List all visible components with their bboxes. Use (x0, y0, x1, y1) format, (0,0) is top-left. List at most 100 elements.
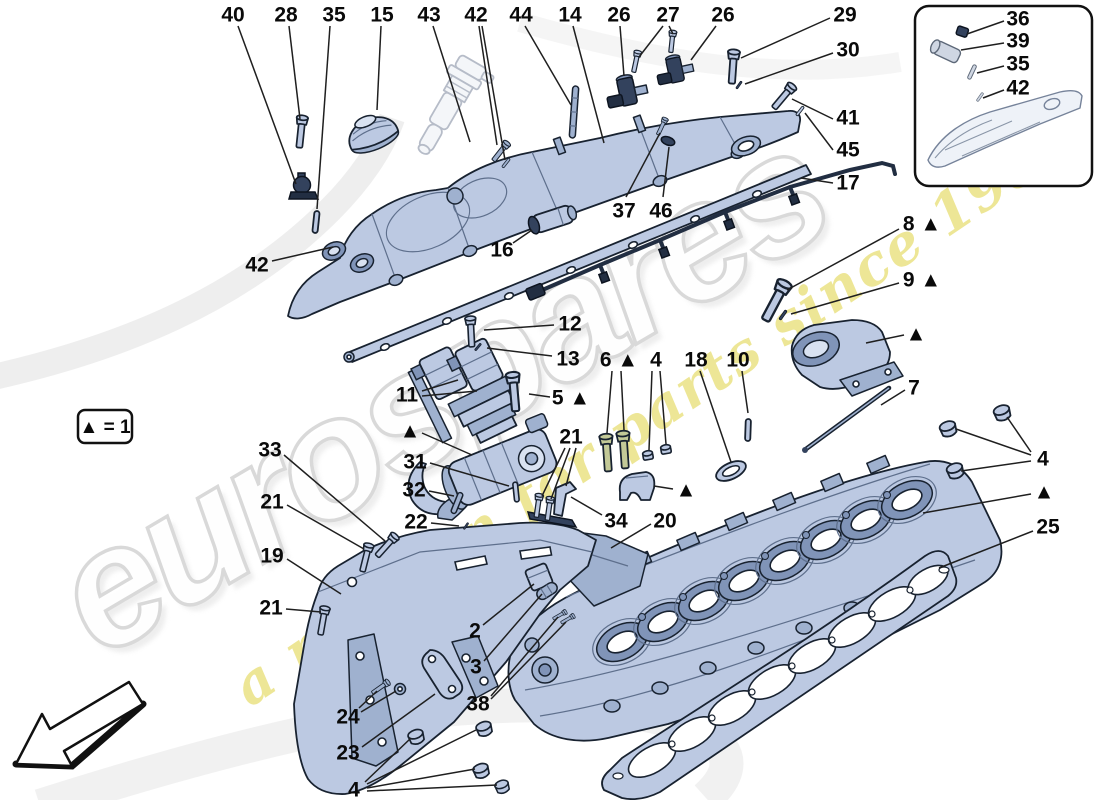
oil-cap-part (348, 114, 400, 154)
callout-4: 4 (650, 349, 662, 372)
callout-42: 42 (245, 254, 268, 277)
callout-39: 39 (1006, 30, 1029, 53)
sensor-26-left-part (606, 74, 649, 109)
callout-45: 45 (836, 139, 860, 162)
cap-4f (471, 760, 492, 781)
leader-line (982, 89, 1005, 99)
callout-36: 36 (1006, 8, 1029, 31)
pin-35 (311, 209, 321, 235)
callout-▲: ▲ (1034, 481, 1055, 504)
callout-21: 21 (259, 597, 283, 620)
wiring-harness-part (525, 160, 897, 301)
bracket-23-part (421, 649, 464, 700)
leader-line (366, 784, 498, 792)
leader-line (271, 246, 334, 262)
leader-line (966, 20, 1005, 35)
solenoid-assembly-part (407, 337, 518, 444)
callout-42: 42 (464, 4, 487, 27)
callout-3: 3 (470, 656, 482, 679)
callout-28: 28 (274, 4, 298, 27)
callout-30: 30 (836, 39, 859, 62)
callout-46: 46 (649, 200, 672, 223)
leader-line (486, 347, 553, 357)
callout-4: 4 (1037, 448, 1049, 471)
callout-35: 35 (322, 4, 346, 27)
callout-38: 38 (466, 693, 490, 716)
leader-line (512, 229, 533, 244)
leader-line (364, 737, 412, 783)
leader-line (421, 379, 459, 392)
leader-line (432, 25, 471, 143)
leader-line (541, 447, 566, 497)
leader-line (620, 370, 625, 431)
callout-13: 13 (556, 348, 579, 371)
callout-44: 44 (509, 4, 533, 27)
leader-line (690, 25, 717, 61)
direction-arrow (12, 680, 147, 770)
callout-22: 22 (404, 511, 427, 534)
leader-line (482, 583, 535, 626)
leader-line (376, 25, 382, 111)
leader-line (790, 282, 900, 315)
callout-8▲: 8 ▲ (903, 213, 941, 236)
leader-line (360, 690, 397, 713)
clamp-part (618, 471, 656, 501)
callout-35: 35 (1006, 53, 1030, 76)
callout-4: 4 (348, 779, 360, 800)
leader-line (662, 146, 670, 198)
callout-32: 32 (402, 479, 425, 502)
leader-line (740, 17, 831, 59)
leader-line (804, 112, 834, 151)
pin-30 (735, 80, 743, 90)
callout-7: 7 (908, 377, 920, 400)
gasket-strip-part (526, 511, 578, 529)
leader-line (880, 389, 906, 406)
leader-line (922, 493, 1032, 514)
callout-2: 2 (469, 620, 481, 643)
callout-26: 26 (607, 4, 630, 27)
ignition-coil-ghost (417, 54, 495, 155)
bolt-41 (768, 80, 799, 113)
leader-line (421, 390, 478, 397)
leader-line (428, 490, 455, 497)
leader-line (429, 462, 510, 487)
leader-line (606, 370, 613, 434)
leader-line (1006, 416, 1032, 453)
washer-24 (393, 682, 407, 696)
callout-43: 43 (417, 4, 440, 27)
dipstick-rod-part (802, 385, 892, 453)
leader-line (524, 25, 572, 106)
leader-line (960, 42, 1005, 51)
callout-▲: ▲ (906, 323, 927, 346)
callout-40: 40 (221, 4, 244, 27)
callout-14: 14 (558, 4, 582, 27)
callout-17: 17 (836, 172, 859, 195)
leader-line (421, 432, 473, 456)
leader-line (976, 65, 1005, 74)
leader-line (366, 768, 476, 789)
callout-33: 33 (258, 439, 281, 462)
leader-line (490, 621, 567, 700)
leader-line (361, 693, 436, 748)
callout-10: 10 (726, 349, 749, 372)
leader-line (490, 616, 559, 697)
housing-part (790, 319, 904, 397)
leader-line (668, 25, 674, 35)
callout-21: 21 (559, 426, 583, 449)
leader-line (865, 334, 905, 344)
callout-21: 21 (260, 491, 284, 514)
leader-line (653, 485, 674, 490)
leader-line (960, 460, 1032, 472)
leader-line (483, 324, 555, 331)
sensor-16-part (527, 204, 578, 235)
callout-11: 11 (396, 384, 419, 407)
leader-line (478, 25, 498, 146)
leader-line (570, 496, 603, 516)
leader-line (938, 530, 1034, 569)
leader-line (638, 25, 664, 58)
leader-line (550, 447, 571, 500)
head-gasket-part (601, 550, 958, 800)
leader-line (430, 522, 460, 527)
leader-line (619, 25, 625, 77)
